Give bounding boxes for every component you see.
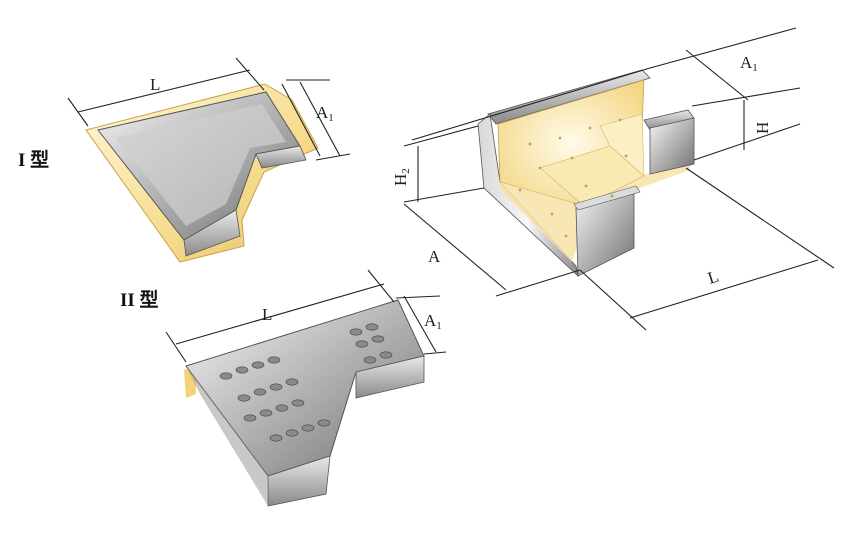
type2-left-flange [186,366,268,506]
type3-dim-H: H [753,122,772,134]
type3-branch-end [649,117,695,175]
type1-floor [116,104,286,226]
type3-back-rim [487,69,651,125]
type1-dim-A1: A1 [316,103,334,124]
type1-label: I 型 [18,148,49,171]
type1-dim-L: L [150,75,160,94]
type1-front-lip [183,209,241,257]
type2-dim-A1: A1 [424,311,442,332]
type2-tray [184,299,425,507]
type3-dim-A1: A1 [740,53,758,74]
type2-perforations [219,323,393,442]
type3-dim-A: A [428,247,441,266]
type3-step-face [599,113,645,177]
type1-side-lip [255,145,307,169]
type3-front-rim [573,185,641,211]
type3-dim-H2: H2 [391,168,412,186]
type3-trough [477,69,695,278]
type3-rivets [518,118,628,238]
type3-dimension-lines [403,27,835,331]
type1-dimension-lines [67,57,351,161]
type1-tray [85,83,319,263]
type2-dimension-lines [165,269,447,363]
type2-label: II 型 [120,288,159,311]
type2-side-flange [355,355,425,399]
type3-dim-L: L [705,267,721,288]
type2-dim-L: L [262,305,272,324]
